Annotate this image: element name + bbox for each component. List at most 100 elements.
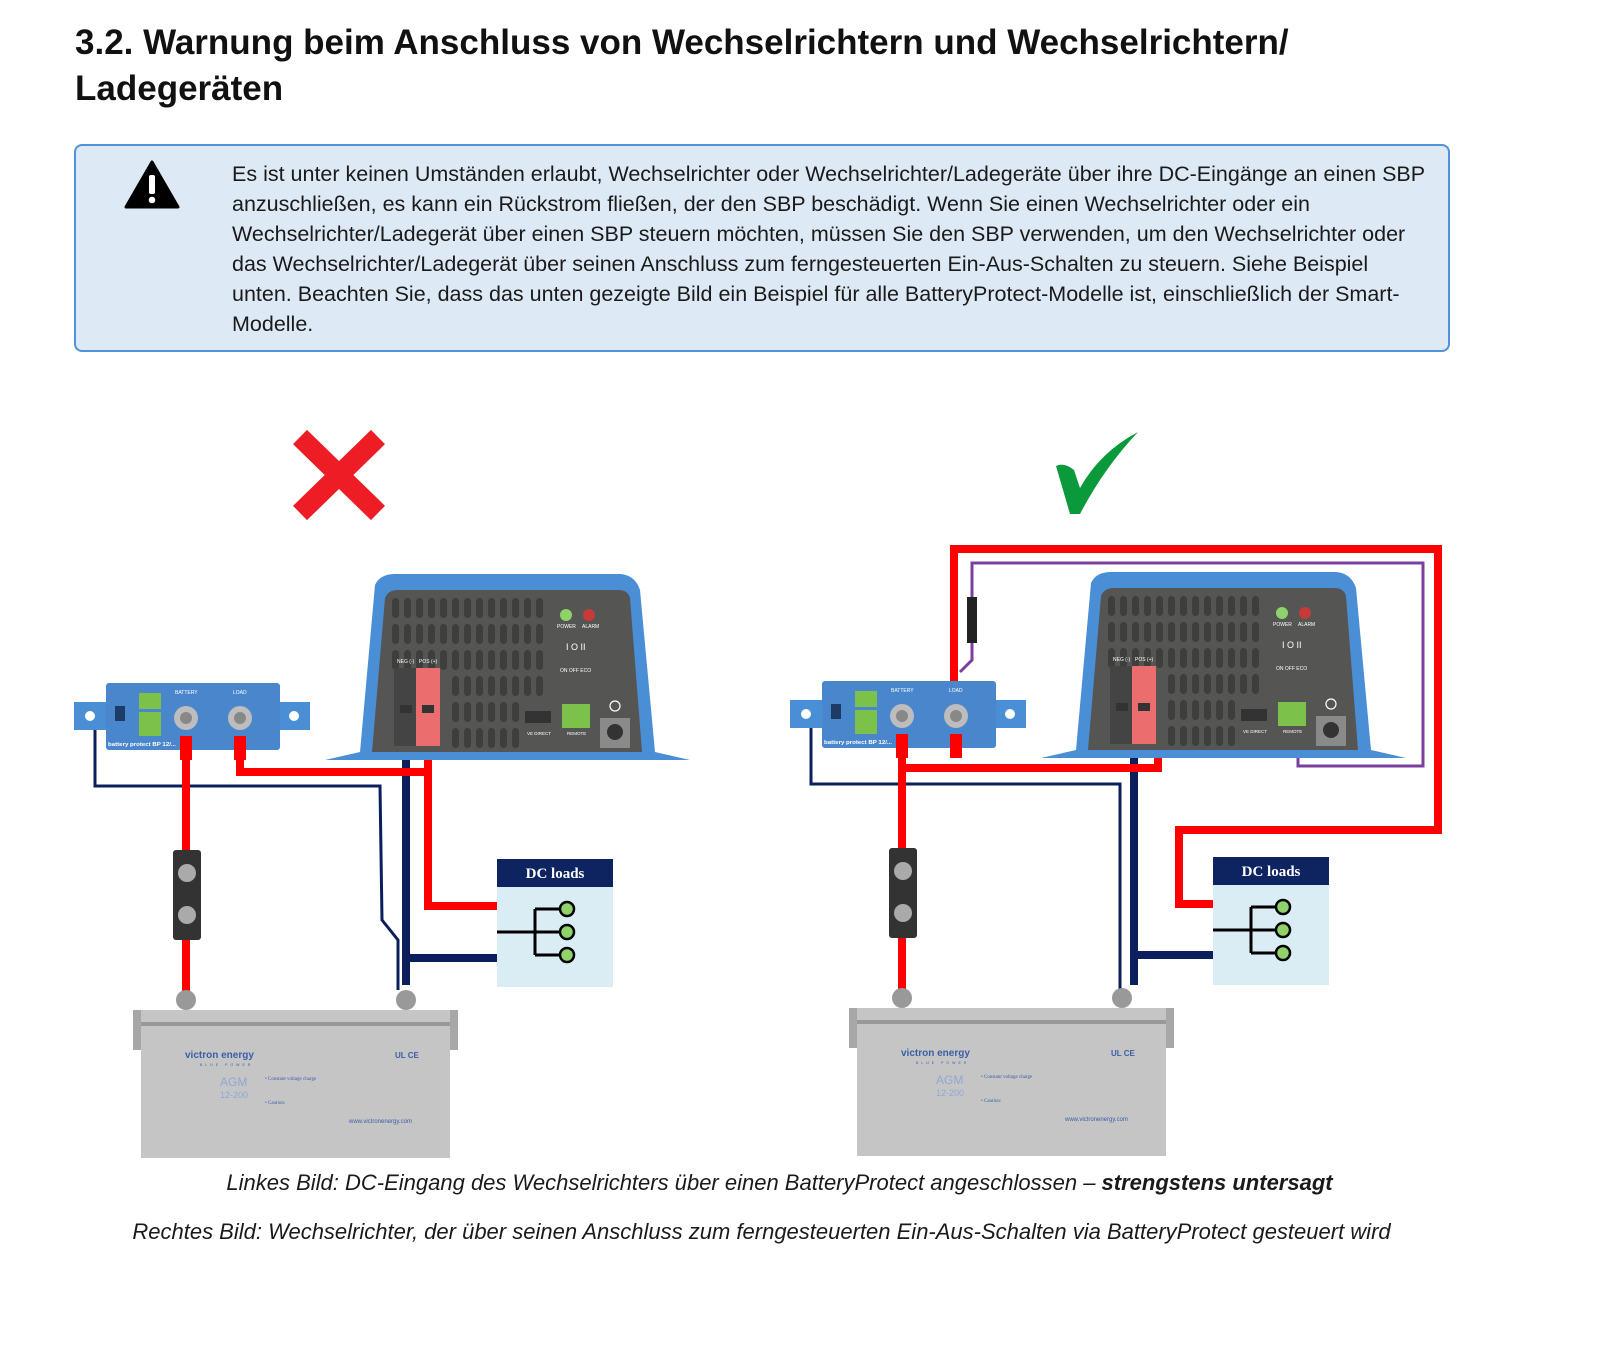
vent-slot	[476, 676, 483, 696]
vent-slot	[452, 624, 459, 644]
dc-loads: DC loads	[497, 859, 613, 987]
vent-slot	[1228, 596, 1235, 616]
vent-slot	[1204, 648, 1211, 668]
vent-slot	[1192, 674, 1199, 694]
vent-slot	[512, 598, 519, 618]
vent-slot	[392, 598, 399, 618]
vent-slot	[1144, 648, 1151, 668]
vent-slot	[1240, 596, 1247, 616]
load-terminal-label: LOAD	[949, 688, 963, 694]
vent-slot	[452, 728, 459, 748]
battery: victron energy BLUE POWER AGM 12-200 • C…	[849, 988, 1174, 1156]
remote-label: REMOTE	[567, 731, 586, 736]
battery-charge-title: • Constant voltage charge	[981, 1075, 1033, 1080]
checkmark-icon	[1056, 432, 1138, 514]
vent-slot	[476, 598, 483, 618]
vent-slot	[1108, 648, 1115, 668]
switch-label[interactable]: I O II	[1282, 640, 1302, 650]
battery-url: www.victronenergy.com	[348, 1119, 412, 1125]
switch-label[interactable]: I O II	[566, 642, 586, 652]
dc-loads-label: DC loads	[1242, 864, 1301, 880]
pos-label: POS (+)	[1135, 657, 1154, 663]
vent-slot	[512, 650, 519, 670]
vent-slot	[524, 676, 531, 696]
vent-slot	[416, 624, 423, 644]
vent-slot	[524, 650, 531, 670]
vent-slot	[476, 650, 483, 670]
vent-slot	[536, 624, 543, 644]
vent-slot	[1144, 622, 1151, 642]
warning-triangle-icon	[124, 160, 180, 209]
vent-slot	[464, 702, 471, 722]
vent-slot	[1108, 622, 1115, 642]
vent-slot	[500, 702, 507, 722]
fuse-holder	[173, 850, 201, 940]
remote-wire	[958, 561, 1425, 768]
vent-slot	[1216, 622, 1223, 642]
vent-slot	[512, 702, 519, 722]
ve-direct-port	[1241, 709, 1267, 721]
vent-slot	[512, 676, 519, 696]
power-led	[1276, 607, 1288, 619]
caption-left-emphasis: strengstens untersagt	[1101, 1170, 1333, 1195]
warning-box: Es ist unter keinen Umständen erlaubt, W…	[74, 144, 1450, 352]
vent-slot	[404, 624, 411, 644]
wiring-diagram: POWER ALARM I O II ON OFF ECO NEG (-) PO…	[74, 429, 1442, 1158]
battery-certs: UL CE	[1111, 1049, 1136, 1058]
vent-slot	[1168, 674, 1175, 694]
battery-type: AGM	[220, 1075, 247, 1089]
vent-slot	[1252, 674, 1259, 694]
inverter: POWER ALARM I O II ON OFF ECO NEG (-) PO…	[325, 574, 690, 760]
power-led	[560, 609, 572, 621]
vent-slot	[440, 650, 447, 670]
ground-icon	[1325, 698, 1337, 710]
vent-slot	[428, 598, 435, 618]
remote-connector	[562, 704, 590, 728]
vent-slot	[428, 650, 435, 670]
positive-loop-to-loads	[950, 545, 1442, 908]
vent-slot	[392, 650, 399, 670]
battery-brand: victron energy	[185, 1050, 254, 1061]
battery-model: 12-200	[936, 1088, 964, 1098]
vent-slot	[452, 598, 459, 618]
vent-slot	[1120, 622, 1127, 642]
battery-protect: BATTERY LOAD battery protect BP 12/...	[790, 681, 1026, 758]
vent-slot	[1252, 648, 1259, 668]
vent-slot	[1132, 596, 1139, 616]
ground-icon	[609, 700, 621, 712]
vent-slot	[500, 676, 507, 696]
vent-slot	[1180, 622, 1187, 642]
battery-brand: victron energy	[901, 1048, 970, 1059]
battery: victron energy BLUE POWER AGM 12-200 • C…	[133, 990, 458, 1158]
sense-wire	[809, 720, 1122, 990]
vent-slot	[416, 598, 423, 618]
alarm-led	[583, 609, 595, 621]
ve-direct-label: VE DIRECT	[527, 731, 551, 736]
vent-slot	[1204, 726, 1211, 746]
page-title: 3.2. Warnung beim Anschluss von Wechselr…	[75, 23, 1289, 108]
battery-certs: UL CE	[395, 1051, 420, 1060]
battery-url: www.victronenergy.com	[1064, 1117, 1128, 1123]
bp-model-label: battery protect BP 12/...	[824, 740, 893, 746]
vent-slot	[476, 728, 483, 748]
vent-slot	[1216, 700, 1223, 720]
vent-slot	[488, 650, 495, 670]
vent-slot	[440, 624, 447, 644]
vent-slot	[1252, 596, 1259, 616]
vent-slot	[1180, 700, 1187, 720]
vent-slot	[1240, 622, 1247, 642]
vent-slot	[1204, 622, 1211, 642]
mode-label: ON OFF ECO	[560, 668, 591, 674]
vent-slot	[500, 598, 507, 618]
vent-slot	[452, 676, 459, 696]
vent-slot	[1204, 674, 1211, 694]
caption-right: Rechtes Bild: Wechselrichter, der über s…	[132, 1219, 1391, 1244]
vent-slot	[512, 728, 519, 748]
vent-slot	[524, 624, 531, 644]
vent-slot	[1240, 648, 1247, 668]
vent-slot	[500, 728, 507, 748]
vent-slot	[488, 598, 495, 618]
vent-slot	[1180, 674, 1187, 694]
remote-label: REMOTE	[1283, 729, 1302, 734]
vent-slot	[1192, 622, 1199, 642]
